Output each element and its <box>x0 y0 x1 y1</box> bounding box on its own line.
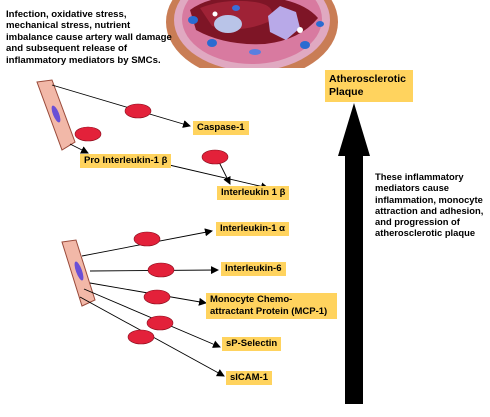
side-note-text: These inflammatory mediators cause infla… <box>375 171 484 239</box>
red-oval-6 <box>143 289 171 305</box>
interleukin-6-label: Interleukin-6 <box>221 262 286 276</box>
intro-text: Infection, oxidative stress, mechanical … <box>6 9 172 66</box>
red-oval-1 <box>124 103 152 119</box>
mcp1-label: Monocyte Chemo-attractant Protein (MCP-1… <box>206 293 337 319</box>
smooth-muscle-cell-top <box>36 79 76 151</box>
arrow-to-il1b <box>164 163 269 191</box>
caspase1-label: Caspase-1 <box>193 121 249 135</box>
red-oval-2 <box>74 126 102 142</box>
red-oval-4 <box>133 231 161 247</box>
arrow-to-caspase <box>51 84 191 128</box>
red-oval-3 <box>201 149 229 165</box>
pro-interleukin-1b-label: Pro Interleukin-1 β <box>80 154 172 168</box>
interleukin-1b-label: Interleukin 1 β <box>217 186 290 200</box>
arrow-from-caspase-to-il1b <box>217 159 231 185</box>
interleukin-1a-label: Interleukin-1 α <box>216 222 289 236</box>
red-oval-7 <box>146 315 174 331</box>
red-oval-5 <box>147 262 175 278</box>
red-oval-8 <box>127 329 155 345</box>
atherosclerotic-plaque-label: Atherosclerotic Plaque <box>325 70 413 102</box>
progression-arrow <box>338 103 370 404</box>
sp-selectin-label: sP-Selectin <box>222 337 282 351</box>
smooth-muscle-cell-bottom <box>61 239 96 307</box>
sicam1-label: sICAM-1 <box>226 371 273 385</box>
artery-cross-section-image <box>166 0 338 68</box>
arrow-to-pro-il1b <box>69 143 89 154</box>
mediator-ovals <box>74 103 229 345</box>
